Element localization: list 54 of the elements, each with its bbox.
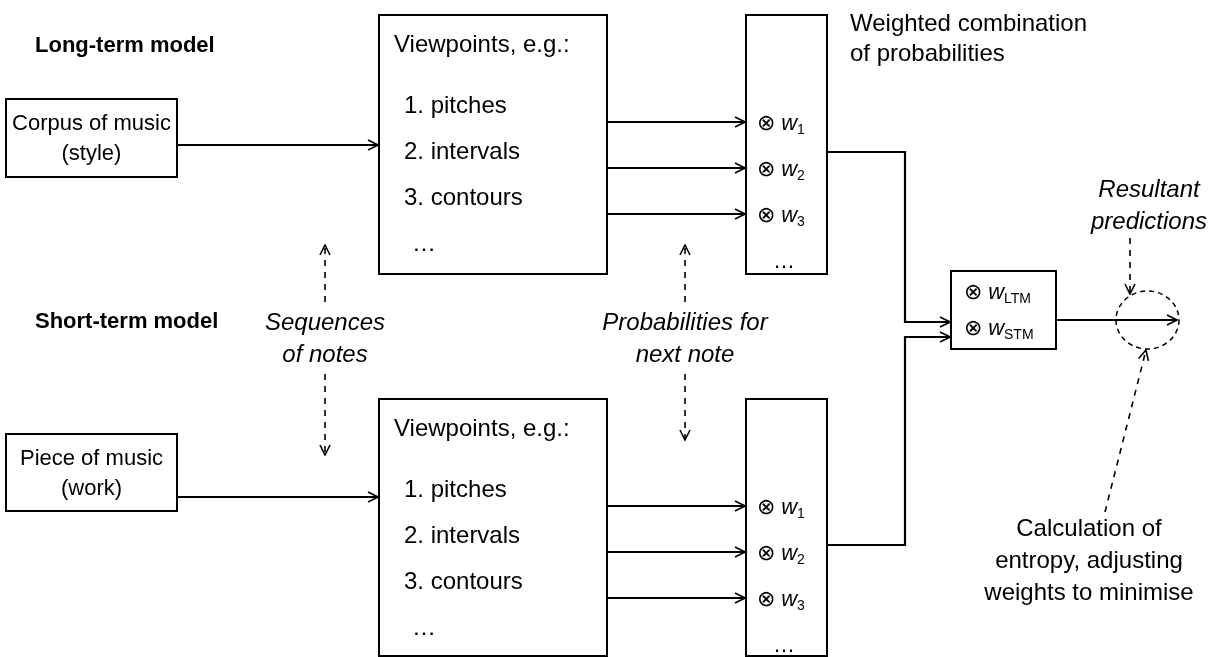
weights-box bbox=[745, 14, 828, 275]
dashed-arrow bbox=[1124, 237, 1136, 295]
list-item: 2. intervals bbox=[403, 136, 521, 166]
arrow bbox=[608, 162, 746, 174]
weight-term: ⊗ w$_{2}$ bbox=[757, 155, 805, 185]
arrow bbox=[1057, 314, 1178, 326]
weight-term: … bbox=[772, 247, 795, 275]
weight-term: ⊗ w$_{LTM}$ bbox=[964, 278, 1031, 308]
dashed-arrow bbox=[679, 373, 691, 441]
weight-term: … bbox=[772, 631, 795, 657]
list-item: 2. intervals bbox=[403, 520, 521, 550]
arrow bbox=[608, 500, 746, 512]
box-text: Piece of music (work) bbox=[18, 443, 165, 502]
dashed-arrow bbox=[1104, 349, 1150, 513]
process-box bbox=[5, 433, 178, 512]
arrow bbox=[608, 546, 746, 558]
weight-term: ⊗ w$_{1}$ bbox=[757, 493, 805, 523]
list-item: 3. contours bbox=[403, 182, 523, 212]
weight-term: ⊗ w$_{3}$ bbox=[757, 201, 805, 231]
arrow bbox=[178, 139, 379, 151]
combination-box bbox=[950, 270, 1057, 350]
list-heading: Viewpoints, e.g.: bbox=[394, 413, 570, 443]
arrow bbox=[828, 150, 951, 328]
arrow bbox=[608, 592, 746, 604]
list-item: 1. pitches bbox=[403, 90, 507, 120]
arrow bbox=[608, 116, 746, 128]
list-item: … bbox=[411, 612, 436, 642]
dashed-arrow bbox=[319, 244, 331, 303]
process-box bbox=[5, 98, 178, 178]
list-item: 1. pitches bbox=[403, 474, 507, 504]
annotation-text: Probabilities for next note bbox=[601, 307, 770, 369]
arrow bbox=[608, 208, 746, 220]
weight-term: ⊗ w$_{2}$ bbox=[757, 539, 805, 569]
dashed-ellipse bbox=[1115, 290, 1180, 350]
viewpoints-box bbox=[378, 14, 608, 275]
caption-text: Weighted combination of probabilities bbox=[850, 8, 1089, 68]
arrow bbox=[828, 331, 951, 547]
section-heading: Short-term model bbox=[35, 308, 219, 334]
weight-term: ⊗ w$_{STM}$ bbox=[964, 314, 1034, 344]
viewpoints-box bbox=[378, 398, 608, 657]
weight-term: ⊗ w$_{3}$ bbox=[757, 585, 805, 615]
dashed-arrow bbox=[319, 373, 331, 456]
annotation-text: Sequences of notes bbox=[263, 307, 387, 369]
list-heading: Viewpoints, e.g.: bbox=[394, 29, 570, 59]
annotation-text: Calculation of entropy, adjusting weights to minimise bbox=[983, 513, 1195, 607]
list-item: … bbox=[411, 228, 436, 258]
section-heading: Long-term model bbox=[35, 32, 215, 58]
annotation-text: Resultant predictions bbox=[1090, 174, 1208, 236]
dashed-arrow bbox=[679, 244, 691, 303]
weight-term: ⊗ w$_{1}$ bbox=[757, 109, 805, 139]
weights-box bbox=[745, 398, 828, 657]
box-text: Corpus of music (style) bbox=[11, 109, 172, 167]
list-item: 3. contours bbox=[403, 566, 523, 596]
arrow bbox=[178, 491, 379, 503]
